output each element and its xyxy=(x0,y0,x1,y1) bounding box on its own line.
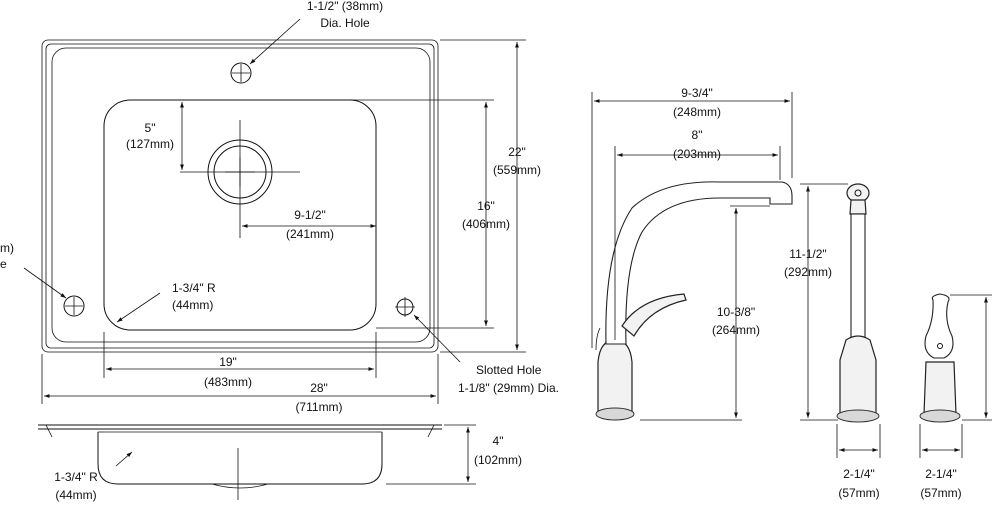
dim-bowl-19-mm: (483mm) xyxy=(204,375,252,389)
dim-faucet-reach: 9-3/4" xyxy=(681,86,713,100)
sink-top-view: 5" (127mm) 9-1/2" (241mm) 16" (406mm) 22… xyxy=(0,0,559,414)
side-hole-icon xyxy=(63,295,85,317)
dim-sink-28: 28" xyxy=(310,381,328,395)
label-radius: 1-3/4" R xyxy=(172,281,216,295)
dim-faucet-spout: 8" xyxy=(692,128,703,142)
dim-sprayer-base: 2-1/4" xyxy=(843,467,875,481)
dim-sprayer-height: 11-1/2" xyxy=(789,247,826,261)
label-side-radius-mm: (44mm) xyxy=(55,488,96,502)
label-left-hole-2: e xyxy=(0,257,7,271)
label-radius-mm: (44mm) xyxy=(172,298,213,312)
dim-bowl-5-mm: (127mm) xyxy=(126,137,174,151)
dim-sink-28-mm: (711mm) xyxy=(295,400,342,414)
dim-faucet-spout-mm: (203mm) xyxy=(673,147,721,161)
dim-bowl-5: 5" xyxy=(145,121,156,135)
handle-view: 2-1/4" (57mm) xyxy=(919,293,992,500)
label-left-hole: m) xyxy=(0,241,14,255)
dim-bowl-9: 9-1/2" xyxy=(294,208,326,222)
label-slotted-dia: 1-1/8" (29mm) Dia. xyxy=(458,381,559,395)
faucet-hole-icon xyxy=(230,62,252,84)
slotted-hole-icon xyxy=(395,297,415,317)
dim-bowl-16-mm: (406mm) xyxy=(462,217,510,231)
faucet-view: 9-3/4" (248mm) 8" (203mm) 10-3/8" (264mm… xyxy=(591,86,793,421)
dim-sink-22: 22" xyxy=(508,145,526,159)
label-top-hole: 1-1/2" (38mm) xyxy=(307,0,383,13)
sink-bowl xyxy=(103,99,377,331)
dim-bowl-9-mm: (241mm) xyxy=(286,227,334,241)
sink-side-view: 4" (102mm) 1-3/4" R (44mm) xyxy=(38,424,522,502)
label-slotted-hole: Slotted Hole xyxy=(476,363,542,377)
dim-faucet-height-mm: (264mm) xyxy=(712,323,760,337)
dim-faucet-reach-mm: (248mm) xyxy=(673,105,721,119)
sprayer-view: 11-1/2" (292mm) 2-1/4" (57mm) xyxy=(784,183,881,500)
dim-faucet-height: 10-3/8" xyxy=(717,305,755,319)
label-top-hole-dia: Dia. Hole xyxy=(320,16,370,30)
label-side-radius: 1-3/4" R xyxy=(54,470,98,484)
dim-sprayer-base-mm: (57mm) xyxy=(838,486,879,500)
dim-handle-base-mm: (57mm) xyxy=(920,486,961,500)
dim-sprayer-height-mm: (292mm) xyxy=(784,265,832,279)
dim-handle-base: 2-1/4" xyxy=(925,467,957,481)
dim-sink-22-mm: (559mm) xyxy=(493,163,541,177)
dim-depth-4: 4" xyxy=(493,434,504,448)
dim-depth-4-mm: (102mm) xyxy=(474,453,522,467)
dim-bowl-19: 19" xyxy=(219,355,237,369)
dim-bowl-16: 16" xyxy=(477,199,495,213)
